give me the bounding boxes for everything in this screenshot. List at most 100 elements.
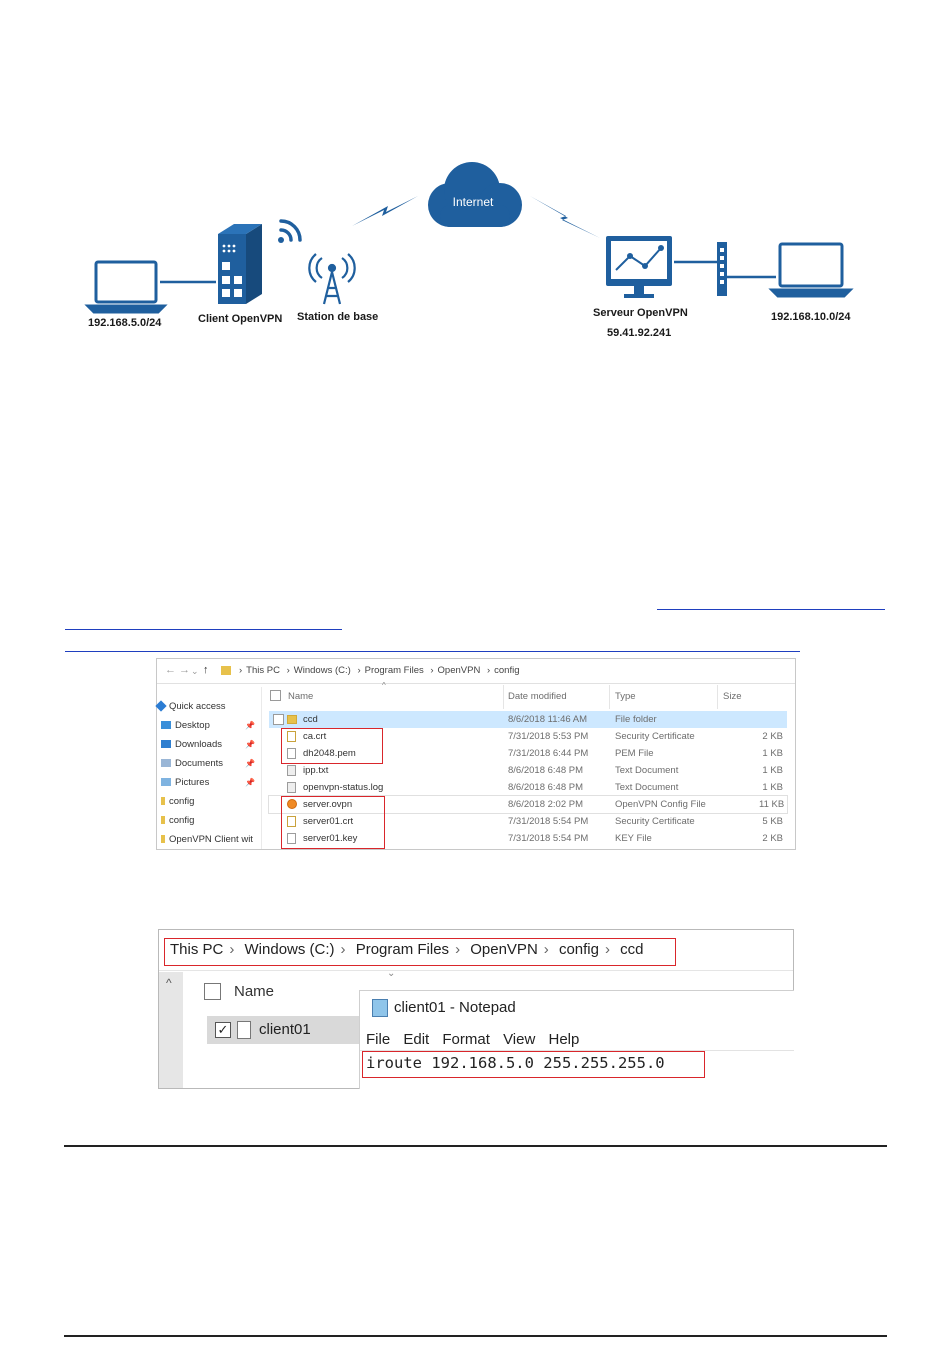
section-divider (64, 1145, 887, 1147)
column-header-name[interactable]: Name (288, 691, 314, 702)
sort-down-icon: ⌄ (387, 968, 396, 979)
column-divider (503, 685, 504, 709)
table-row[interactable]: dh2048.pem 7/31/2018 6:44 PM PEM File 1 … (269, 745, 787, 762)
column-header-size[interactable]: Size (723, 691, 742, 702)
wifi-icon (278, 219, 302, 243)
forward-arrow-icon[interactable]: → (179, 664, 190, 676)
sidebar-item-pictures[interactable]: Pictures (161, 775, 209, 791)
hyperlink-underline[interactable] (657, 609, 885, 610)
breadcrumb[interactable]: This PC› Windows (C:)› Program Files› Op… (170, 941, 644, 958)
sidebar-item-openvpn-client[interactable]: OpenVPN Client wit (161, 832, 253, 848)
breadcrumb-item[interactable]: Program Files (355, 941, 450, 958)
select-all-checkbox[interactable] (204, 983, 221, 1000)
breadcrumb-item[interactable]: This PC (246, 665, 280, 676)
notepad-content[interactable]: iroute 192.168.5.0 255.255.255.0 (366, 1054, 665, 1072)
scroll-up-icon[interactable]: ^ (166, 976, 172, 990)
table-row[interactable]: ca.crt 7/31/2018 5:53 PM Security Certif… (269, 728, 787, 745)
breadcrumb[interactable]: ›This PC ›Windows (C:) ›Program Files ›O… (239, 665, 520, 676)
notepad-window: client01 - Notepad File Edit Format View… (359, 990, 794, 1089)
pin-icon: 📌 (245, 721, 255, 730)
checked-checkbox-icon[interactable]: ✓ (215, 1022, 231, 1038)
recent-chevron-icon[interactable]: ⌄ (191, 666, 199, 676)
breadcrumb-item[interactable]: ccd (620, 941, 644, 958)
table-row[interactable]: ccd 8/6/2018 11:46 AM File folder (269, 711, 787, 728)
file-name: client01 (259, 1021, 311, 1038)
star-icon (155, 700, 167, 713)
breadcrumb-item[interactable]: Windows (C:) (244, 941, 335, 958)
column-header-date[interactable]: Date modified (508, 691, 567, 702)
server-label: Serveur OpenVPN (593, 307, 688, 319)
documents-icon (161, 759, 171, 768)
text-file-icon (287, 782, 296, 793)
footer-divider (64, 1335, 887, 1337)
explorer-navbar: ← → ⌄ ↑ ›This PC ›Windows (C:) ›Program … (157, 659, 795, 684)
pictures-icon (161, 778, 171, 787)
breadcrumb-item[interactable]: Windows (C:) (293, 665, 351, 676)
internet-label: Internet (453, 195, 494, 209)
openvpn-icon (287, 799, 297, 809)
menu-item-help[interactable]: Help (548, 1031, 580, 1048)
hyperlink-underline[interactable] (65, 629, 342, 630)
breadcrumb-item[interactable]: This PC (170, 941, 224, 958)
column-header-type[interactable]: Type (615, 691, 636, 702)
up-arrow-icon[interactable]: ↑ (203, 664, 209, 676)
folder-icon (161, 721, 171, 730)
list-item[interactable]: ✓ client01 (207, 1016, 367, 1044)
breadcrumb-item[interactable]: Program Files (364, 665, 424, 676)
text-file-icon (287, 765, 296, 776)
server-monitor-icon (606, 236, 672, 298)
file-icon (237, 1021, 251, 1039)
menu-item-format[interactable]: Format (442, 1031, 490, 1048)
sidebar-item-config[interactable]: config (161, 794, 194, 810)
breadcrumb-item[interactable]: config (494, 665, 520, 676)
certificate-icon (287, 816, 296, 827)
column-divider (609, 685, 610, 709)
table-row[interactable]: server01.crt 7/31/2018 5:54 PM Security … (269, 813, 787, 830)
sidebar-item-config[interactable]: config (161, 813, 194, 829)
station-label: Station de base (297, 311, 378, 323)
folder-icon (161, 835, 165, 844)
sidebar-item-desktop[interactable]: Desktop (161, 718, 210, 734)
highlight-box (281, 728, 383, 764)
menu-item-view[interactable]: View (503, 1031, 536, 1048)
menu-item-edit[interactable]: Edit (403, 1031, 430, 1048)
server-ip-label: 59.41.92.241 (607, 327, 671, 339)
sidebar-item-documents[interactable]: Documents (161, 756, 223, 772)
sidebar-item-downloads[interactable]: Downloads (161, 737, 222, 753)
hyperlink-underline[interactable] (65, 651, 800, 652)
file-explorer-ccd: This PC› Windows (C:)› Program Files› Op… (158, 929, 794, 1089)
breadcrumb-item[interactable]: config (558, 941, 599, 958)
folder-icon (221, 666, 231, 675)
select-all-checkbox[interactable] (270, 690, 281, 701)
file-icon (287, 748, 296, 759)
wireless-link-left (352, 196, 418, 226)
pin-icon: 📌 (245, 778, 255, 787)
left-laptop-icon (84, 260, 168, 314)
notepad-icon (372, 999, 388, 1017)
back-arrow-icon[interactable]: ← (165, 664, 176, 676)
breadcrumb-item[interactable]: OpenVPN (470, 941, 538, 958)
breadcrumb-item[interactable]: OpenVPN (437, 665, 481, 676)
wireless-link-right (530, 196, 600, 238)
table-row[interactable]: server01.key 7/31/2018 5:54 PM KEY File … (269, 830, 787, 847)
highlight-box (281, 796, 385, 849)
internet-cloud-icon (428, 162, 522, 227)
navigation-pane: Quick access Desktop 📌 Downloads 📌 Docum… (155, 687, 262, 849)
sidebar-item-quick-access[interactable]: Quick access (155, 699, 226, 715)
download-icon (161, 740, 171, 749)
base-station-icon (308, 253, 356, 305)
highlight-box (164, 938, 676, 966)
pin-icon: 📌 (245, 759, 255, 768)
row-checkbox[interactable] (273, 714, 284, 725)
left-network-label: 192.168.5.0/24 (88, 317, 162, 329)
folder-icon (161, 797, 165, 806)
menu-item-file[interactable]: File (366, 1031, 391, 1048)
client-label: Client OpenVPN (198, 313, 282, 325)
table-row[interactable]: server.ovpn 8/6/2018 2:02 PM OpenVPN Con… (268, 795, 788, 814)
column-divider (717, 685, 718, 709)
column-header-name[interactable]: Name (234, 983, 275, 1000)
table-row[interactable]: openvpn-status.log 8/6/2018 6:48 PM Text… (269, 779, 787, 796)
scrollbar[interactable]: ^ (159, 972, 183, 1088)
table-row[interactable]: ipp.txt 8/6/2018 6:48 PM Text Document 1… (269, 762, 787, 779)
menu-bar: File Edit Format View Help (366, 1031, 588, 1048)
